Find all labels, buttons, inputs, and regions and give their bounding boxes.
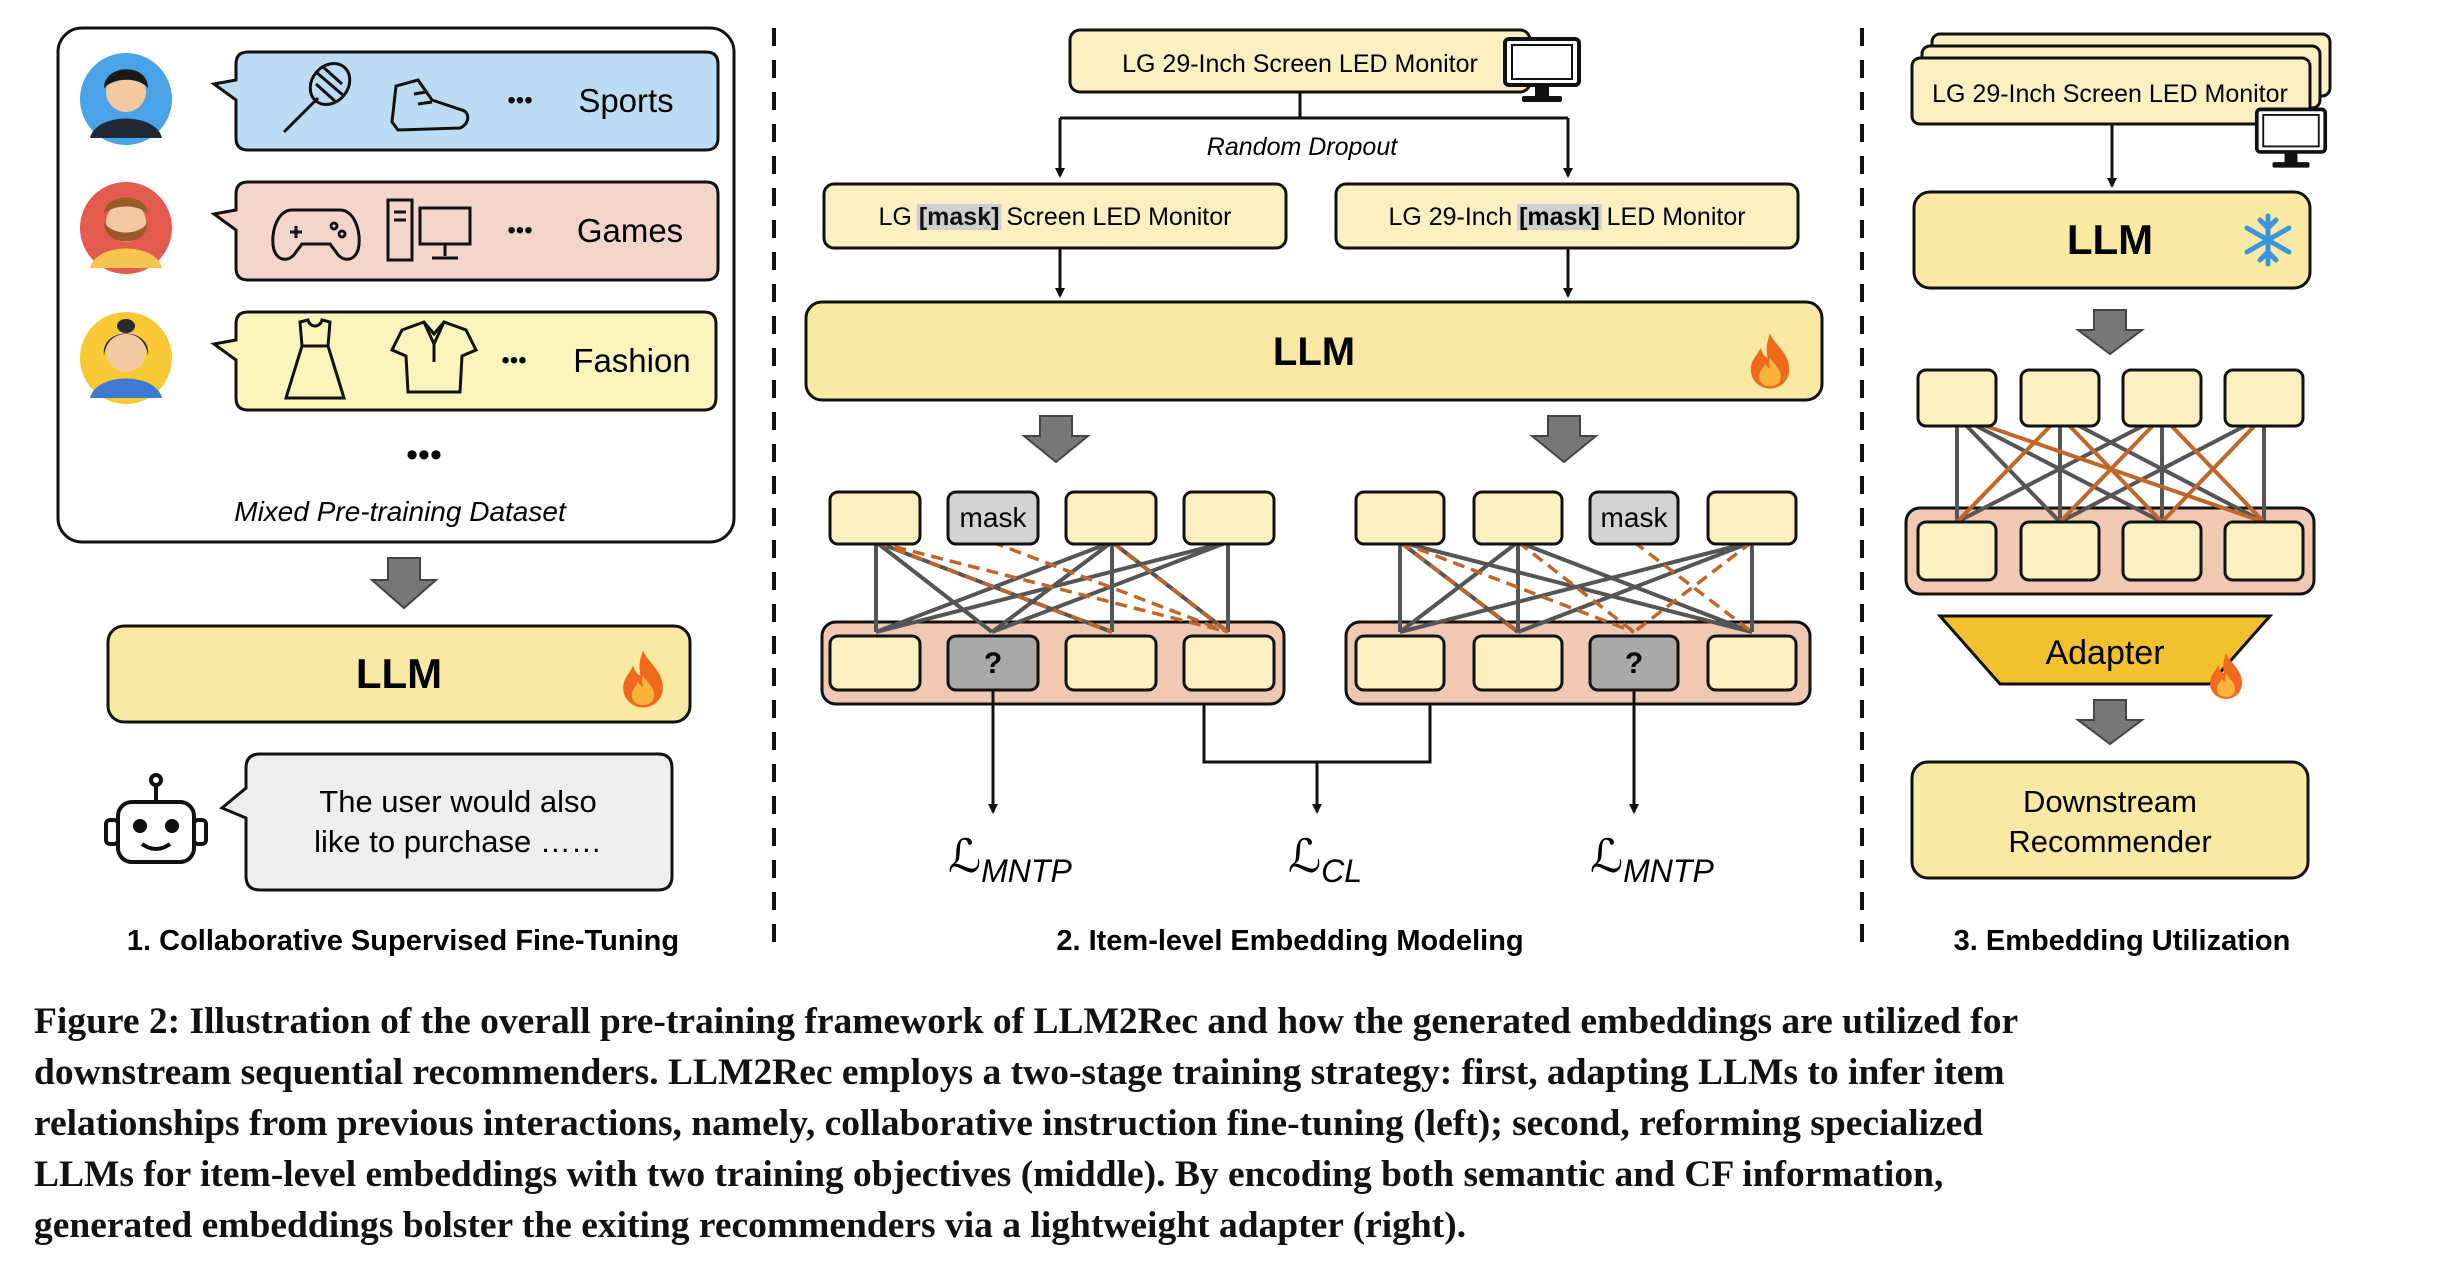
section-title-1: 1. Collaborative Supervised Fine-Tuning <box>127 925 679 957</box>
svg-text:?: ? <box>1625 647 1643 680</box>
monitor-icon-p3 <box>2254 107 2328 170</box>
user-avatar-3 <box>80 312 172 404</box>
adapter-trapezoid <box>1936 614 2274 686</box>
cl-connector <box>1202 704 1432 764</box>
user-avatar-1 <box>80 53 172 145</box>
panel-embedding-utilization: LG 29-Inch Screen LED Monitor LLM <box>1904 32 2332 957</box>
caption-line-3: relationships from previous interactions… <box>34 1103 1984 1144</box>
category-label-games: Games <box>577 212 683 249</box>
section-title-2: 2. Item-level Embedding Modeling <box>1056 925 1523 957</box>
figure-caption: Figure 2: Illustration of the overall pr… <box>34 996 2414 1251</box>
snowflake-icon <box>2244 213 2292 267</box>
speech-bubble-sports <box>210 50 720 152</box>
llm-label-p3: LLM <box>2067 216 2153 263</box>
caption-line-2: downstream sequential recommenders. LLM2… <box>34 1052 2005 1093</box>
more-users-dots: ••• <box>406 436 442 474</box>
section-title-3: 3. Embedding Utilization <box>1954 925 2291 957</box>
dataset-label: Mixed Pre-training Dataset <box>234 496 567 527</box>
loss-cl: ℒCL <box>1288 830 1362 889</box>
llm-box-p2 <box>804 300 1824 402</box>
category-label-sports: Sports <box>578 82 673 119</box>
framework-figure: ••• Sports ••• Games <box>56 26 2332 957</box>
panel-collaborative-sft: ••• Sports ••• Games <box>56 26 736 957</box>
caption-line-4: LLMs for item-level embeddings with two … <box>34 1154 1944 1195</box>
down-arrow-p1 <box>369 557 439 610</box>
masked-item-text-left: LG [mask] Screen LED Monitor <box>879 203 1232 231</box>
token-group-left: mask ? <box>820 490 1286 706</box>
badminton-racket-icon <box>282 62 352 134</box>
bot-speech-bubble <box>219 752 674 892</box>
downstream-recommender-box <box>1910 760 2310 880</box>
loss-mntp-right: ℒMNTP <box>1590 830 1714 889</box>
category-label-fashion: Fashion <box>573 342 690 379</box>
mask-highlight-left: [mask] <box>919 203 1000 231</box>
mask-token-left <box>946 490 1040 546</box>
caption-line-1: Figure 2: Illustration of the overall pr… <box>34 1001 2019 1042</box>
llm-box-p1 <box>106 624 692 724</box>
user-avatar-2 <box>80 182 172 274</box>
loss-mntp-left: ℒMNTP <box>948 830 1072 889</box>
svg-text:mask: mask <box>1601 502 1669 533</box>
inline-ellipsis-2: ••• <box>507 217 532 244</box>
down-arrow-p2-left <box>1021 415 1091 464</box>
llm-label-p2: LLM <box>1273 330 1355 374</box>
llm-box-p3 <box>1912 190 2312 290</box>
computer-icon <box>386 198 472 262</box>
svg-text:mask: mask <box>960 502 1028 533</box>
output-bar-left <box>820 620 1286 706</box>
token-group-right: mask ? <box>1344 490 1812 706</box>
bot-text-line-1: The user would also <box>319 784 596 819</box>
svg-text:?: ? <box>984 647 1002 680</box>
input-item-text-p3: LG 29-Inch Screen LED Monitor <box>1932 80 2288 108</box>
dress-icon <box>283 318 347 400</box>
polo-shirt-icon <box>389 320 479 394</box>
adapter-label: Adapter <box>2045 634 2164 672</box>
masked-item-box-left <box>822 182 1288 250</box>
down-arrow-p3-1 <box>2075 309 2145 356</box>
inline-ellipsis-1: ••• <box>507 87 532 114</box>
llm-label-p1: LLM <box>356 650 442 697</box>
masked-item-text-right: LG 29-Inch [mask] LED Monitor <box>1388 203 1745 231</box>
output-bar-right <box>1344 620 1812 706</box>
caption-line-5: generated embeddings bolster the exiting… <box>34 1205 1467 1246</box>
panel-embedding-modeling: LG 29-Inch Screen LED Monitor Random Dro… <box>804 28 1824 957</box>
gamepad-icon <box>271 208 361 261</box>
downstream-label-line-2: Recommender <box>2008 824 2211 859</box>
frozen-output-bar <box>1904 506 2316 596</box>
down-arrow-p2-right <box>1529 415 1599 464</box>
dropout-label: Random Dropout <box>1207 133 1398 161</box>
mask-token-right <box>1588 490 1680 546</box>
sneaker-icon <box>390 78 470 132</box>
robot-icon <box>104 773 208 864</box>
input-item-text-p2: LG 29-Inch Screen LED Monitor <box>1122 50 1478 78</box>
dataset-box <box>56 26 736 544</box>
downstream-label-line-1: Downstream <box>2023 784 2197 819</box>
inline-ellipsis-3: ••• <box>501 347 526 374</box>
bot-text-line-2: like to purchase …… <box>314 824 602 859</box>
down-arrow-p3-2 <box>2075 699 2145 746</box>
adapter-network <box>1904 368 2316 596</box>
mask-highlight-right: [mask] <box>1519 203 1600 231</box>
